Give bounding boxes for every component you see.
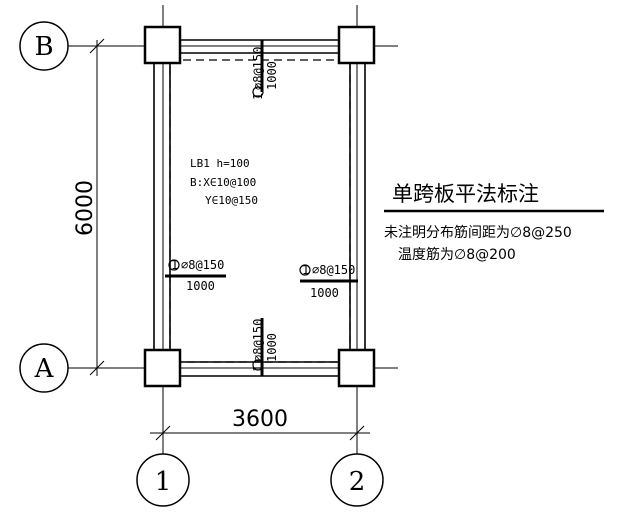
column — [143, 25, 182, 65]
rebar-left-len: 1000 — [186, 279, 215, 293]
rebar-left-num: 1 — [171, 258, 178, 272]
rebar-right: 1 ∅8@150 1000 — [299, 263, 358, 300]
dimension-label-3600: 3600 — [232, 407, 288, 432]
slab-name: LB1 h=100 — [190, 157, 250, 170]
slab-outline — [169, 59, 351, 363]
axis-label-b: B — [34, 32, 53, 62]
grid-lines — [68, 5, 398, 456]
legend-title: 单跨板平法标注 — [392, 182, 539, 206]
rebar-top-len: 1000 — [265, 61, 279, 90]
rebar-right-len: 1000 — [310, 286, 339, 300]
column — [337, 25, 376, 65]
column — [143, 348, 182, 388]
dimension-horizontal — [150, 425, 370, 441]
column — [337, 348, 376, 388]
rebar-left-spec: ∅8@150 — [181, 258, 224, 272]
rebar-bottom-spec: ∅8@150 — [251, 319, 265, 362]
rebar-top-num: 1 — [251, 93, 265, 100]
rebar-left: 1 ∅8@150 1000 — [165, 258, 226, 293]
legend-note-1: 未注明分布筋间距为∅8@250 — [384, 224, 572, 241]
rebar-right-spec: ∅8@150 — [312, 263, 355, 277]
axis-label-a: A — [34, 354, 55, 384]
slab-y-rebar: Y∈10@150 — [205, 194, 258, 207]
axis-label-1: 1 — [155, 467, 172, 497]
rebar-bottom-len: 1000 — [265, 333, 279, 362]
rebar-top: 1 ∅8@150 1000 — [251, 40, 279, 100]
columns — [143, 25, 376, 388]
rebar-bottom: 1 ∅8@150 1000 — [251, 318, 279, 376]
rebar-bottom-num: 1 — [251, 365, 265, 372]
rebar-top-spec: ∅8@150 — [251, 47, 265, 90]
rebar-right-num: 1 — [302, 263, 309, 277]
axis-bubbles — [19, 21, 384, 507]
dimension-label-6000: 6000 — [73, 180, 98, 236]
legend-note-2: 温度筋为∅8@200 — [398, 246, 516, 263]
dimension-vertical — [89, 38, 105, 376]
axis-label-2: 2 — [349, 467, 366, 497]
slab-x-rebar: B:X∈10@100 — [190, 176, 256, 189]
